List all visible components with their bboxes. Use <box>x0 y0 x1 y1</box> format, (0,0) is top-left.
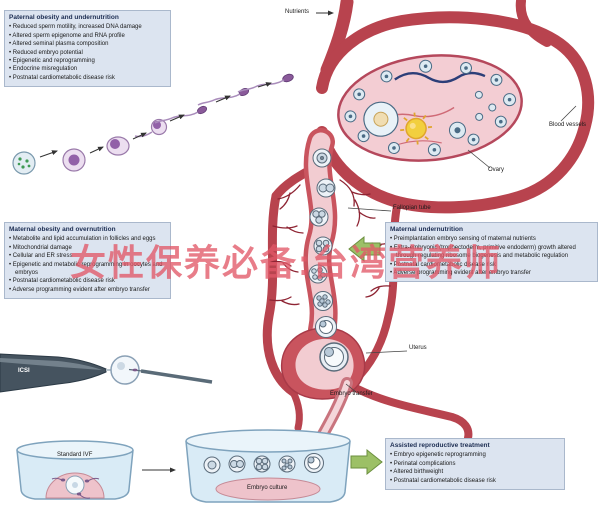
infobox-maternal-undernutrition: Maternal undernutrition • Preimplantatio… <box>385 222 598 283</box>
label-embryo-culture: Embryo culture <box>247 485 288 491</box>
bullet-item: • Epigenetic and reprogramming <box>9 58 95 64</box>
bullet-item: • Reduced sperm motility, increased DNA … <box>9 24 142 31</box>
arrow-to-art-box <box>350 448 383 476</box>
infobox-maternal-obesity-list: • Metabolite and lipid accumulation in f… <box>9 235 166 294</box>
infobox-maternal-obesity-title: Maternal obesity and overnutrition <box>9 226 116 233</box>
blastocyst-in-uterus <box>319 342 349 372</box>
label-pointer-lines <box>345 105 577 393</box>
embryo-stages <box>308 148 349 372</box>
follicle-nuclei <box>348 64 512 152</box>
cultured-embryos <box>203 453 324 474</box>
infobox-maternal-undernutrition-title: Maternal undernutrition <box>390 226 463 233</box>
label-blood-vessels: Blood vessels <box>549 122 587 128</box>
stage-arrows <box>39 82 272 158</box>
bullet-item: • Postnatal cardiometabolic disease risk <box>390 477 496 484</box>
bullet-item: • Endocrine misregulation <box>9 66 78 73</box>
bullet-item: • Perinatal complications <box>390 460 456 467</box>
ovary-vein <box>394 71 486 84</box>
bullet-item: • Altered sperm epigenome and RNA profil… <box>9 32 125 39</box>
bullet-item: • Embryo epigenetic reprogramming <box>390 452 486 459</box>
label-icsi: ICSI <box>18 368 30 374</box>
bullet-item: • Postnatal cardiometabolic disease risk <box>390 261 496 268</box>
infobox-paternal-title: Paternal obesity and undernutrition <box>9 14 119 21</box>
infobox-paternal: Paternal obesity and undernutrition • Re… <box>4 10 171 88</box>
bullet-item: • Mitochondrial damage <box>9 244 72 251</box>
bullet-item: • Metabolite and lipid accumulation in f… <box>9 236 156 243</box>
label-fallopian-tube: Fallopian tube <box>393 205 431 211</box>
infobox-art-title: Assisted reproductive treatment <box>390 442 490 449</box>
sperm-development <box>12 73 294 175</box>
bullet-item: • Reduced embryo potential <box>9 49 83 56</box>
injection-needle <box>140 369 213 384</box>
label-standard-ivf: Standard IVF <box>57 452 93 458</box>
label-ovary: Ovary <box>488 167 505 173</box>
infobox-art-list: • Embryo epigenetic reprogramming• Perin… <box>390 451 560 485</box>
standard-ivf-dish <box>16 440 134 500</box>
bullet-item: • Postnatal cardiometabolic disease risk <box>9 74 115 81</box>
infobox-paternal-list: • Reduced sperm motility, increased DNA … <box>9 23 166 82</box>
bullet-item: • Cellular and ER stress <box>9 253 73 260</box>
capillary-branches <box>269 179 393 306</box>
label-nutrients: Nutrients <box>285 9 310 15</box>
oocyte <box>110 355 140 385</box>
label-uterus: Uterus <box>409 345 427 351</box>
bullet-item: • Altered seminal plasma composition <box>9 41 109 48</box>
green-arrows <box>348 235 383 476</box>
bullet-item: • Altered birthweight <box>390 469 444 476</box>
infobox-maternal-obesity: Maternal obesity and overnutrition • Met… <box>4 222 171 300</box>
label-embryo-transfer: Embryo transfer <box>330 391 373 397</box>
bullet-item: • Extra-embryonic (trophectoderm, primit… <box>390 244 576 260</box>
bullet-item: • Postnatal cardiometabolic disease risk <box>9 278 115 285</box>
arrow-to-tube <box>348 235 381 263</box>
icsi-apparatus <box>0 353 213 393</box>
infobox-maternal-undernutrition-list: • Preimplantation embryo sensing of mate… <box>390 235 593 277</box>
ovary <box>337 54 523 162</box>
bullet-item: • Adverse programming evident after embr… <box>390 270 531 276</box>
bullet-item: • Adverse programming evident after embr… <box>9 286 150 293</box>
bullet-item: • Preimplantation embryo sensing of mate… <box>390 236 536 243</box>
corpus-luteum <box>400 112 433 145</box>
infobox-art: Assisted reproductive treatment • Embryo… <box>385 438 565 490</box>
bullet-item: • Epigenetic and metabolic reprogramming… <box>9 261 163 276</box>
embryo-culture-dish <box>185 429 351 503</box>
